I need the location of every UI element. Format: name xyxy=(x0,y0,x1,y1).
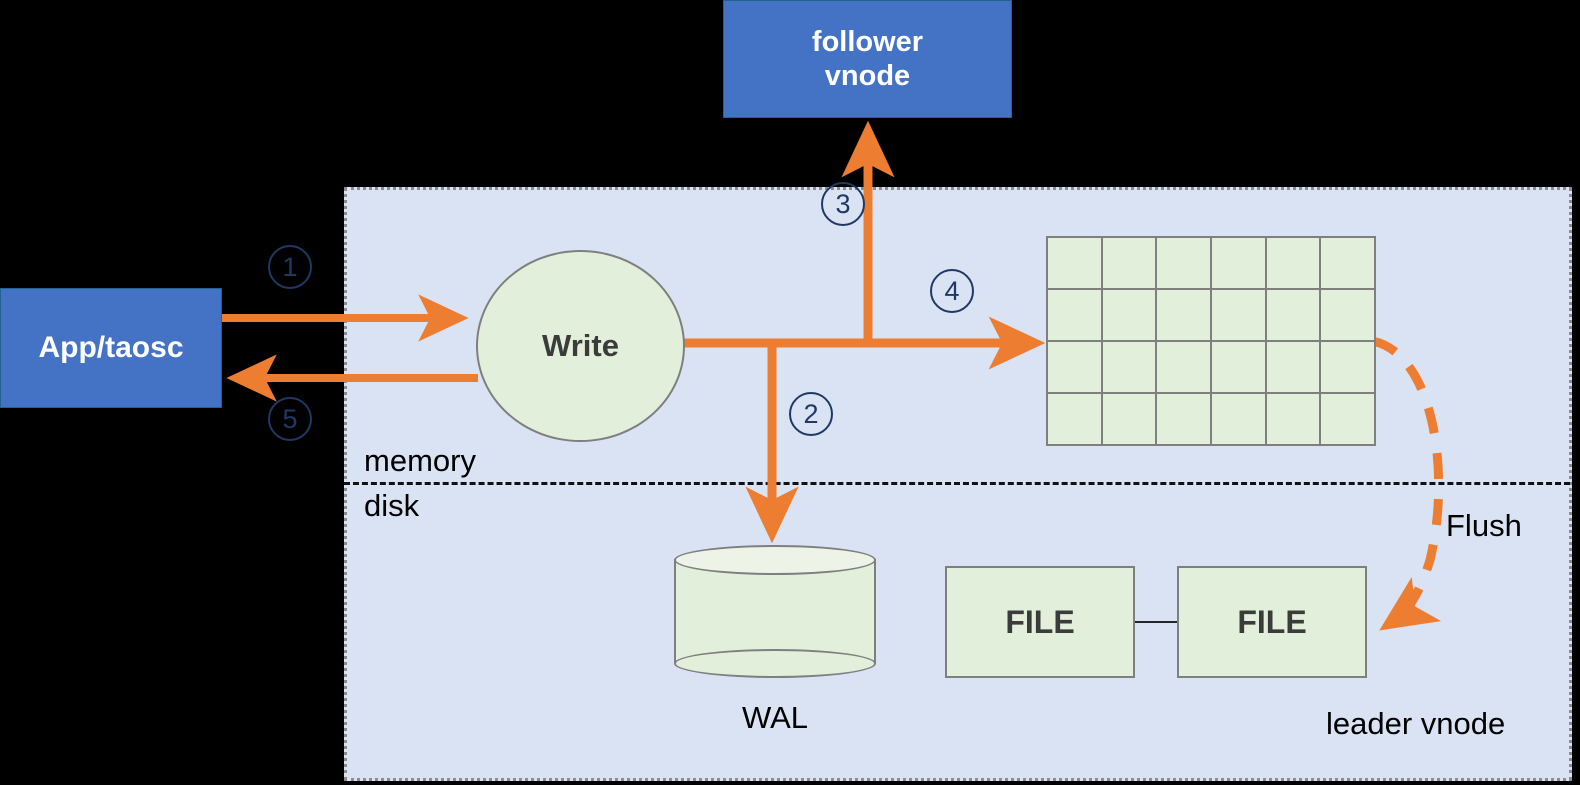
file-node-2-label: FILE xyxy=(1237,603,1307,640)
follower-vnode-label-line2: vnode xyxy=(824,60,911,92)
file-connector-line xyxy=(1135,621,1177,623)
grid-cell xyxy=(1102,238,1156,288)
grid-cell xyxy=(1157,238,1210,288)
grid-cell xyxy=(1266,342,1320,392)
write-node-label: Write xyxy=(542,328,619,363)
grid-cell xyxy=(1212,394,1265,444)
grid-cell xyxy=(1048,290,1101,340)
memory-disk-divider xyxy=(344,482,1570,485)
app-taosc-label: App/taosc xyxy=(38,331,184,365)
app-taosc-node[interactable]: App/taosc xyxy=(0,288,222,408)
wal-cylinder-icon xyxy=(674,545,876,678)
memory-label: memory xyxy=(364,443,476,478)
grid-cell xyxy=(1048,394,1101,444)
grid-cell xyxy=(1212,238,1265,288)
grid-cell xyxy=(1321,394,1374,444)
file-node-1-label: FILE xyxy=(1005,603,1075,640)
memory-table-grid xyxy=(1046,236,1376,446)
step-marker-1: 1 xyxy=(268,245,312,289)
file-node-1[interactable]: FILE xyxy=(945,566,1135,678)
step-marker-3: 3 xyxy=(821,182,865,226)
step-marker-5: 5 xyxy=(268,397,312,441)
grid-cell xyxy=(1321,238,1374,288)
wal-cylinder-top xyxy=(674,545,876,575)
file-node-2[interactable]: FILE xyxy=(1177,566,1367,678)
grid-cell xyxy=(1266,290,1320,340)
follower-vnode-label-line1: follower xyxy=(811,25,924,58)
step-marker-2: 2 xyxy=(789,392,833,436)
wal-cylinder-body xyxy=(674,559,876,664)
grid-cell xyxy=(1321,342,1374,392)
grid-cell xyxy=(1212,342,1265,392)
grid-cell xyxy=(1212,290,1265,340)
leader-vnode-label: leader vnode xyxy=(1326,706,1506,741)
grid-cell xyxy=(1266,394,1320,444)
flush-label: Flush xyxy=(1446,508,1522,543)
wal-cylinder-bottom xyxy=(674,649,876,678)
follower-vnode-node[interactable]: follower vnode xyxy=(723,0,1012,118)
grid-cell xyxy=(1157,342,1210,392)
wal-label: WAL xyxy=(741,700,809,735)
grid-cell xyxy=(1157,290,1210,340)
step-marker-4: 4 xyxy=(930,269,974,313)
grid-cell xyxy=(1321,290,1374,340)
grid-cell xyxy=(1048,238,1101,288)
grid-cell xyxy=(1102,342,1156,392)
grid-cell xyxy=(1048,342,1101,392)
grid-cell xyxy=(1102,394,1156,444)
disk-label: disk xyxy=(364,488,420,523)
grid-cell xyxy=(1266,238,1320,288)
grid-cell xyxy=(1102,290,1156,340)
write-node[interactable]: Write xyxy=(476,250,685,442)
grid-cell xyxy=(1157,394,1210,444)
